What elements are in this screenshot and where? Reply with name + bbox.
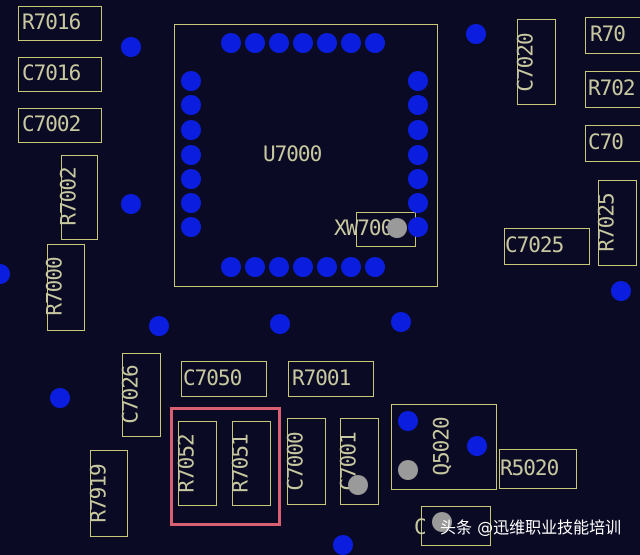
c7016-label: C7016 — [22, 61, 81, 85]
test-point — [387, 218, 407, 238]
c7025-outline — [504, 228, 590, 265]
via — [611, 281, 631, 301]
pad — [181, 169, 201, 189]
c-partial-outline — [421, 506, 491, 546]
r7052-outline — [178, 421, 217, 506]
c7001-outline — [340, 418, 379, 505]
pad — [408, 95, 428, 115]
r7919-label: R7919 — [86, 464, 111, 523]
c7000-label: C7000 — [283, 432, 308, 491]
pad — [181, 145, 201, 165]
c7026-label: C7026 — [118, 365, 143, 424]
pad — [181, 120, 201, 140]
pad — [365, 257, 385, 277]
r7001-outline — [288, 361, 374, 397]
pad — [245, 33, 265, 53]
c7020-label: C7020 — [513, 33, 538, 92]
c7002-label: C7002 — [22, 112, 81, 136]
r7002-label: R7002 — [56, 167, 81, 226]
pad — [181, 95, 201, 115]
via — [398, 411, 418, 431]
r7051-outline — [232, 421, 271, 506]
r70-label: R70 — [590, 22, 626, 46]
pad — [245, 257, 265, 277]
r7025-label: R7025 — [594, 193, 619, 252]
r7052-label: R7052 — [174, 434, 199, 493]
pad — [181, 71, 201, 91]
r7000-outline — [47, 244, 85, 331]
test-point — [348, 475, 368, 495]
r5020-label: R5020 — [500, 456, 559, 480]
c7025-label: C7025 — [505, 233, 564, 257]
r7000-label: R7000 — [42, 257, 67, 316]
u7000-label: U7000 — [263, 142, 322, 166]
pad — [341, 257, 361, 277]
c7002-outline — [18, 108, 102, 143]
r702-outline — [585, 71, 640, 108]
via — [121, 37, 141, 57]
pad — [317, 257, 337, 277]
pad — [221, 33, 241, 53]
r5020-outline — [499, 449, 577, 489]
pad — [408, 145, 428, 165]
pad — [408, 169, 428, 189]
pad — [269, 33, 289, 53]
pad — [317, 33, 337, 53]
pad — [365, 33, 385, 53]
via — [121, 194, 141, 214]
c7050-label: C7050 — [183, 366, 242, 390]
r70-outline — [585, 17, 640, 54]
via — [333, 535, 353, 555]
highlight-box — [170, 407, 281, 526]
r7025-outline — [598, 180, 637, 266]
q5020-label: Q5020 — [429, 417, 454, 476]
pad — [221, 257, 241, 277]
pad — [408, 193, 428, 213]
r702-label: R702 — [588, 76, 636, 100]
r7002-outline — [61, 155, 98, 240]
c7050-outline — [181, 361, 267, 397]
watermark: 头条 @迅维职业技能培训 — [440, 518, 622, 537]
c7026-outline — [122, 353, 161, 437]
pad — [293, 33, 313, 53]
r7016-label: R7016 — [22, 10, 81, 34]
pad — [408, 120, 428, 140]
r7919-outline — [90, 450, 128, 537]
via — [391, 312, 411, 332]
r7016-outline — [18, 6, 102, 41]
r7001-label: R7001 — [292, 366, 351, 390]
c70-outline — [585, 125, 640, 162]
c7000-outline — [287, 418, 326, 505]
test-point — [398, 460, 418, 480]
pad — [408, 71, 428, 91]
via — [50, 388, 70, 408]
pad — [408, 217, 428, 237]
pad — [293, 257, 313, 277]
c-partial-label: C — [414, 515, 427, 539]
c7016-outline — [18, 57, 102, 92]
u7000-outline — [174, 24, 438, 287]
c70-label: C70 — [588, 130, 624, 154]
via — [466, 24, 486, 44]
q5020-outline — [391, 404, 497, 490]
via — [149, 316, 169, 336]
via — [467, 436, 487, 456]
via — [270, 314, 290, 334]
via — [0, 264, 10, 284]
test-point — [432, 512, 452, 532]
pad — [269, 257, 289, 277]
pad — [341, 33, 361, 53]
pad — [181, 193, 201, 213]
pad — [181, 217, 201, 237]
c7020-outline — [517, 19, 556, 105]
r7051-label: R7051 — [228, 434, 253, 493]
